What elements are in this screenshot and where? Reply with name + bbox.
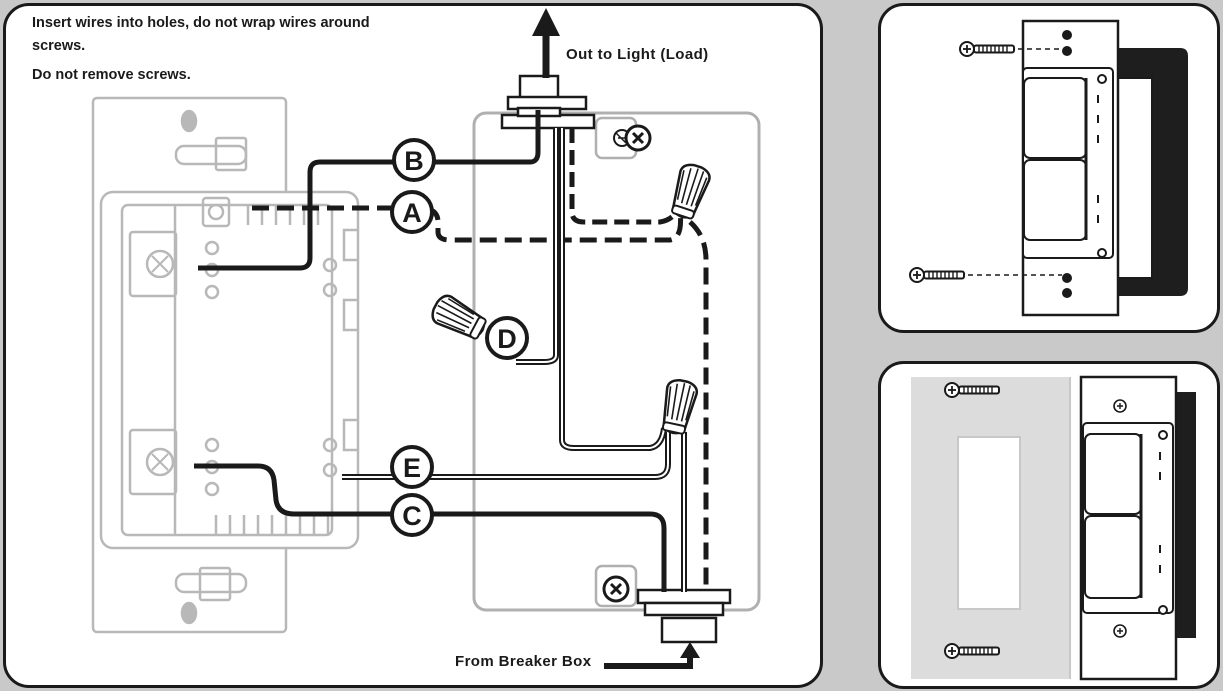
wire-nut-icon	[657, 376, 700, 438]
ground-screw-icon	[602, 575, 630, 603]
label-e: E	[390, 445, 434, 489]
label-b: B	[392, 138, 436, 182]
instruction-line-3: Do not remove screws.	[32, 67, 191, 83]
from-breaker-box-label: From Breaker Box	[455, 653, 592, 670]
arrow-right-icon	[604, 642, 700, 669]
screw-icon	[1113, 399, 1127, 413]
svg-text:B: B	[404, 146, 424, 176]
out-to-light-label: Out to Light (Load)	[566, 46, 709, 63]
instruction-line-1: Insert wires into holes, do not wrap wir…	[32, 15, 370, 31]
installed-switch	[1079, 375, 1196, 681]
wire-nut-icon	[665, 160, 714, 223]
wire-b-load	[198, 110, 541, 271]
svg-text:A: A	[402, 198, 422, 228]
wire-load-neutral	[569, 128, 681, 225]
top-cable-clamp	[500, 74, 596, 130]
smart-switch-device	[91, 96, 360, 634]
svg-text:D: D	[497, 324, 517, 354]
label-a: A	[390, 190, 434, 234]
mounted-switch	[1021, 19, 1188, 317]
wire-c-line	[194, 463, 667, 592]
label-c: C	[390, 493, 434, 537]
screw-icon	[1113, 624, 1127, 638]
bottom-cable-clamp	[636, 588, 732, 644]
label-d: D	[485, 316, 529, 360]
svg-text:E: E	[403, 453, 421, 483]
wire-nut-icon	[427, 290, 491, 345]
wall-plate	[911, 377, 1071, 679]
wire-ground-bundle	[559, 128, 667, 451]
arrow-up-icon	[532, 8, 560, 78]
instruction-line-2: screws.	[32, 38, 86, 54]
ground-screw-icon	[613, 124, 652, 152]
svg-text:C: C	[402, 501, 422, 531]
wire-line-neutral	[688, 220, 709, 590]
